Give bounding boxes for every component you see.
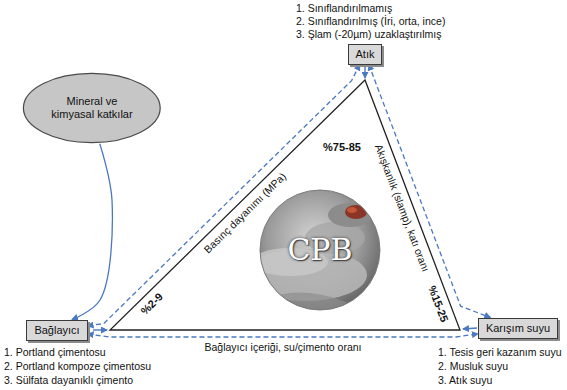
list-item: 1. Sınıflandırılmamış [296, 2, 392, 15]
node-text: Mineral ve kimyasal katkılar [44, 95, 140, 121]
ellipse-shape [24, 73, 161, 142]
list-item: 2. Portland kompoze çimentosu [4, 360, 151, 373]
percent-label: %75-85 [323, 141, 361, 154]
edge-label: Basınç dayanımı (MPa) [201, 170, 288, 256]
list-item: 3. Sülfata dayanıklı çimento [4, 374, 133, 387]
additive-ellipse: Mineral ve kimyasal katkılar [22, 72, 162, 144]
input-arrow [364, 66, 365, 78]
node-text: Karışım suyu [486, 322, 550, 335]
photo-text: CPB [287, 233, 352, 267]
triangle-outline [110, 80, 460, 330]
input-arrow [72, 144, 112, 320]
cpb-photo [243, 190, 380, 320]
list-item: 1. Portland çimentosu [4, 346, 106, 359]
list-item: 2. Sınıflandırılmış (İri, orta, ince) [296, 15, 445, 28]
dashed-relation-arrow [369, 65, 490, 318]
edge-label: Bağlayıcı içeriği, su/çimento oranı [205, 341, 362, 354]
photo-rim [260, 190, 380, 310]
node-text: Atık [356, 48, 375, 61]
node-text: Bağlayıcı [34, 324, 79, 337]
list-item: 1. Tesis geri kazanım suyu [438, 346, 562, 359]
list-item: 3. Atık suyu [438, 374, 492, 387]
edge-label: Akışkanlık (slamp), katı oranı [372, 143, 432, 274]
percent-label: %15-25 [425, 284, 451, 324]
material-box: Atık [348, 44, 383, 65]
input-arrow [93, 329, 107, 330]
input-arrow [463, 328, 477, 329]
binder-box: Bağlayıcı [26, 320, 87, 341]
dashed-relation-arrow [88, 334, 478, 337]
list-item: 2. Musluk suyu [438, 360, 508, 373]
percent-label: %2-9 [138, 290, 165, 317]
water-box: Karışım suyu [478, 318, 558, 339]
list-item: 3. Şlam (-20µm) uzaklaştırılmış [296, 28, 442, 41]
